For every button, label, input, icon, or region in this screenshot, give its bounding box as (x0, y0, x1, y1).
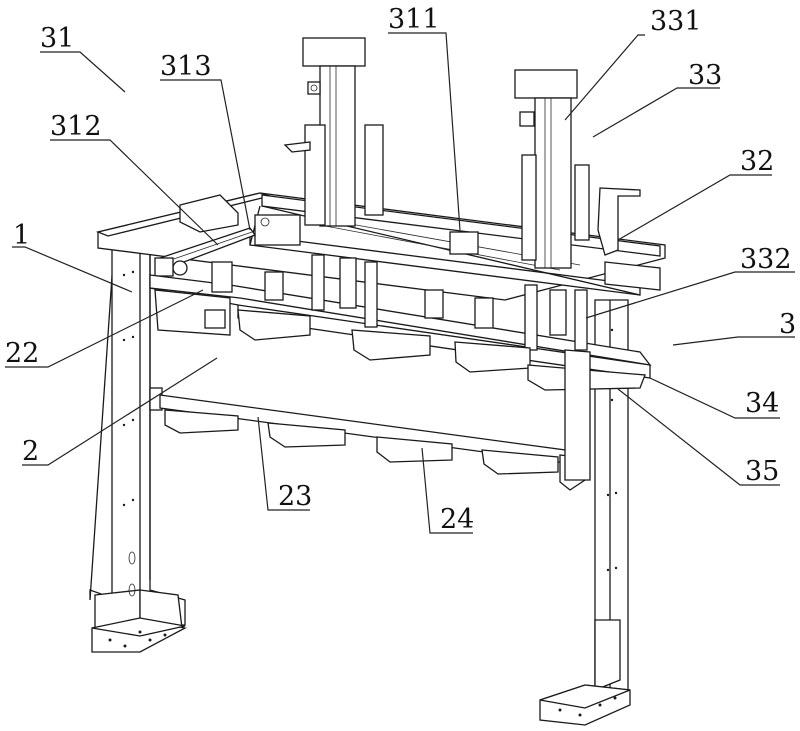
linear-rail (154, 227, 257, 277)
label-34: 34 (745, 388, 779, 419)
reference-labels: 31 313 311 331 33 312 32 1 332 3 22 34 2… (5, 4, 796, 535)
label-24: 24 (440, 504, 474, 535)
right-support-column (539, 299, 631, 726)
lower-suction-blocks (164, 409, 559, 475)
label-312: 312 (50, 111, 102, 142)
label-33: 33 (688, 60, 722, 91)
label-311: 311 (388, 4, 440, 35)
label-23: 23 (278, 481, 312, 512)
label-332: 332 (740, 244, 792, 275)
right-lift-column (514, 69, 641, 269)
lower-crossbeam (149, 349, 591, 491)
label-1: 1 (13, 220, 30, 251)
label-32: 32 (740, 146, 774, 177)
left-support-column (89, 231, 187, 653)
vertical-pins (211, 254, 588, 351)
label-31: 31 (40, 23, 74, 54)
label-331: 331 (650, 6, 702, 37)
label-3: 3 (779, 309, 796, 340)
label-2: 2 (22, 436, 39, 467)
top-frame (95, 192, 666, 301)
label-313: 313 (160, 51, 212, 82)
label-22: 22 (5, 338, 39, 369)
left-lift-column (283, 37, 384, 227)
label-35: 35 (745, 456, 779, 487)
leader-lines (5, 32, 795, 534)
